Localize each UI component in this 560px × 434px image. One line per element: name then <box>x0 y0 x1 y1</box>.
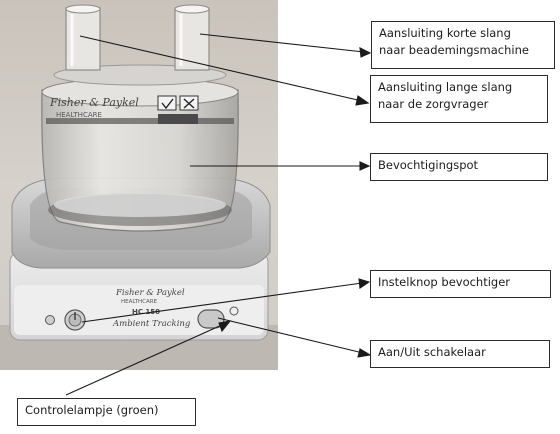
label-indicator-lamp-text: Controlelampje (groen) <box>25 403 159 417</box>
label-power-switch: Aan/Uit schakelaar <box>370 340 550 368</box>
label-long-hose: Aansluiting lange slang naar de zorgvrag… <box>370 75 548 123</box>
short-hose-port <box>65 4 101 71</box>
label-long-hose-line1: Aansluiting lange slang <box>378 80 513 94</box>
label-humidifier-knob: Instelknop bevochtiger <box>370 270 551 298</box>
power-switch <box>197 306 239 329</box>
device-model: HC 150 <box>132 308 160 316</box>
humidifier-pot <box>41 64 239 232</box>
leader-lines <box>65 33 372 396</box>
label-short-hose-line2: naar beademingsmachine <box>379 43 529 57</box>
pot-brand-line2: HEALTHCARE <box>56 111 102 119</box>
long-hose-port <box>174 4 210 71</box>
leader-lamp <box>65 323 225 396</box>
label-power-switch-text: Aan/Uit schakelaar <box>378 345 486 359</box>
leader-short-hose <box>199 33 365 53</box>
label-humidifier-knob-text: Instelknop bevochtiger <box>378 275 511 289</box>
label-short-hose: Aansluiting korte slang naar beademingsm… <box>371 21 555 69</box>
leader-knob <box>81 282 363 323</box>
base-brand-line1: Fisher & Paykel <box>115 288 185 298</box>
label-indicator-lamp: Controlelampje (groen) <box>17 398 196 426</box>
indicator-lamp <box>45 315 55 325</box>
humidifier-knob <box>64 309 86 331</box>
leader-switch <box>217 317 364 354</box>
base-brand-line2: HEALTHCARE <box>121 299 158 305</box>
pot-brand-line1: Fisher & Paykel <box>49 96 139 109</box>
label-humidifier-pot-text: Bevochtigingspot <box>378 158 479 172</box>
leader-long-hose <box>79 35 363 102</box>
label-humidifier-pot: Bevochtigingspot <box>370 153 548 181</box>
label-short-hose-line1: Aansluiting korte slang <box>379 26 511 40</box>
device-subtitle: Ambient Tracking <box>112 319 191 329</box>
label-long-hose-line2: naar de zorgvrager <box>378 97 489 111</box>
